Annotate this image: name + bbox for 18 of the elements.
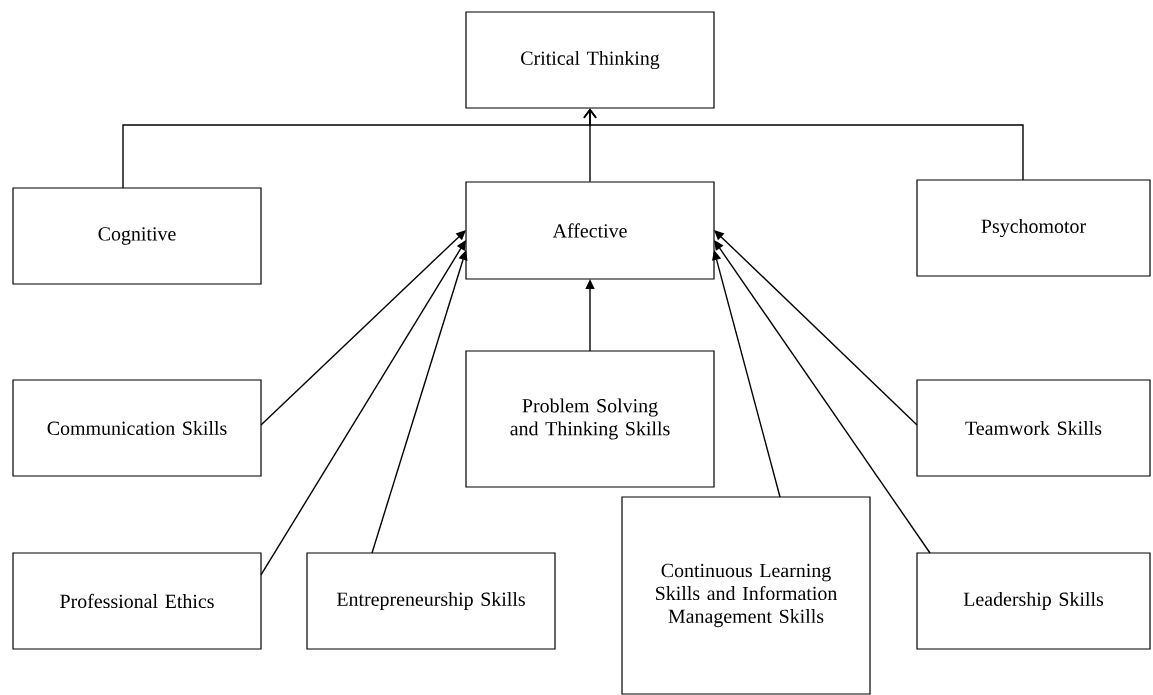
arrow	[714, 230, 918, 426]
concept-box: Entrepreneurship Skills	[306, 552, 556, 650]
arrow	[583, 108, 1024, 181]
arrow	[371, 250, 468, 554]
concept-box: Cognitive	[12, 187, 262, 285]
concept-box: Leadership Skills	[916, 552, 1151, 650]
arrow	[712, 250, 781, 498]
concept-box: Communication Skills	[12, 379, 262, 477]
arrow	[714, 240, 931, 554]
concept-box: Continuous Learning Skills and Information Management Skills	[621, 496, 871, 695]
concept-box: Problem Solving and Thinking Skills	[465, 350, 715, 488]
concept-box: Psychomotor	[916, 179, 1151, 277]
concept-box: Teamwork Skills	[916, 379, 1151, 477]
arrow	[260, 230, 466, 426]
concept-box: Affective	[465, 181, 715, 280]
concept-box: Professional Ethics	[12, 552, 262, 650]
arrow	[260, 240, 466, 576]
concept-box: Critical Thinking	[465, 11, 715, 109]
